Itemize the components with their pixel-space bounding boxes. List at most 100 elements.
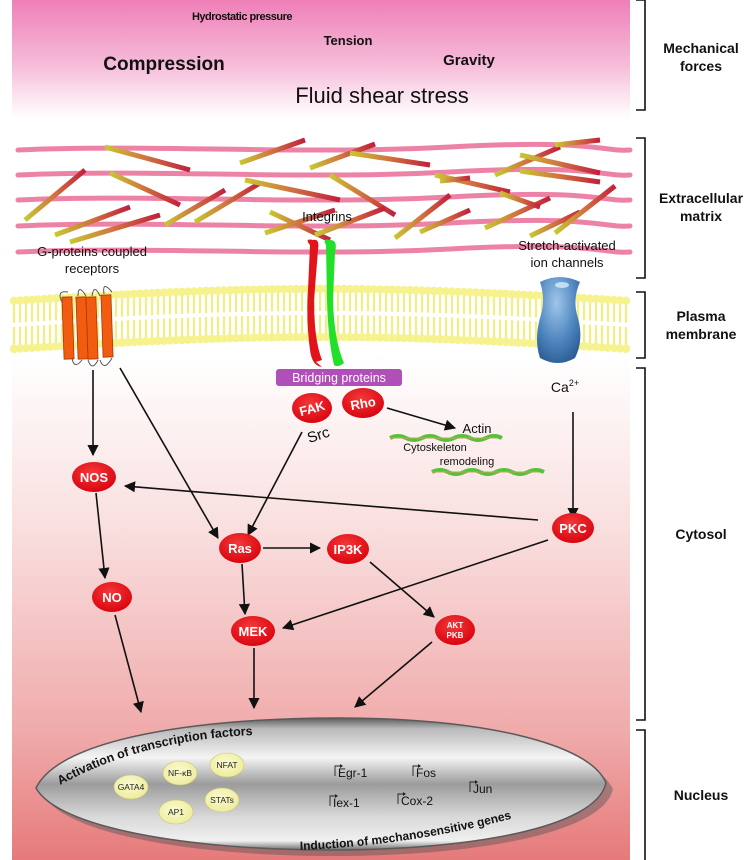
force-hydrostatic-pressure: Hydrostatic pressure bbox=[192, 11, 292, 23]
region-brackets bbox=[636, 0, 646, 860]
lipid-head bbox=[183, 335, 193, 344]
lipid-head bbox=[345, 284, 355, 294]
lipid-head bbox=[141, 289, 151, 298]
ecm-rod bbox=[554, 137, 601, 148]
ecm-rod bbox=[239, 137, 306, 166]
lipid-head bbox=[33, 343, 43, 352]
lipid-head bbox=[213, 334, 223, 343]
side-label-cytosol: Cytosol bbox=[675, 526, 727, 542]
lipid-head bbox=[225, 286, 235, 295]
lipid-head bbox=[597, 343, 607, 352]
lipid-head bbox=[351, 284, 361, 294]
lipid-head bbox=[507, 338, 517, 347]
lipid-head bbox=[315, 332, 325, 342]
lipid-head bbox=[429, 286, 439, 296]
force-compression: Compression bbox=[103, 54, 224, 75]
svg-text:Ras: Ras bbox=[228, 541, 252, 556]
lipid-head bbox=[147, 288, 157, 298]
remodeling-label: remodeling bbox=[440, 456, 494, 468]
lipid-head bbox=[117, 290, 127, 299]
force-tension: Tension bbox=[324, 33, 373, 48]
svg-text:PKB: PKB bbox=[447, 631, 464, 640]
node-nos: NOS bbox=[72, 462, 116, 492]
lipid-head bbox=[201, 334, 211, 344]
lipid-head bbox=[489, 337, 499, 346]
lipid-head bbox=[237, 285, 247, 295]
lipid-head bbox=[177, 287, 187, 297]
arrow-rho-to-actin bbox=[386, 407, 457, 431]
ecm-rod bbox=[519, 152, 601, 176]
side-label-nucleus: Nucleus bbox=[673, 787, 729, 803]
lipid-head bbox=[351, 332, 361, 342]
lipid-head bbox=[465, 288, 475, 297]
svg-text:Jun: Jun bbox=[473, 782, 492, 796]
lipid-head bbox=[441, 287, 451, 296]
ecm-rod bbox=[528, 209, 582, 239]
arrow-gpcr-to-ras bbox=[119, 367, 219, 539]
lipid-head bbox=[459, 287, 469, 297]
lipid-head bbox=[615, 296, 625, 305]
lipid-head bbox=[411, 334, 421, 343]
ecm-rod bbox=[23, 168, 87, 222]
lipid-head bbox=[159, 336, 169, 345]
lipid-head bbox=[513, 290, 523, 299]
lipid-head bbox=[477, 336, 487, 345]
lipid-head bbox=[147, 336, 157, 346]
node-ip3k: IP3K bbox=[327, 534, 369, 564]
lipid-head bbox=[501, 289, 511, 299]
lipid-head bbox=[591, 342, 601, 352]
ecm-rod bbox=[314, 205, 386, 238]
lipid-head bbox=[393, 285, 403, 295]
collagen-fiber bbox=[15, 243, 633, 255]
lipid-head bbox=[255, 333, 265, 342]
lipid-head bbox=[405, 334, 415, 343]
lipid-head bbox=[261, 285, 271, 294]
svg-text:GATA4: GATA4 bbox=[118, 782, 145, 792]
lipid-head bbox=[231, 333, 241, 343]
ecm-rod bbox=[163, 187, 227, 228]
lipid-head bbox=[297, 332, 307, 342]
lipid-head bbox=[363, 333, 373, 342]
lipid-head bbox=[603, 343, 613, 352]
arrow-nos-to-no bbox=[95, 492, 110, 580]
lipid-head bbox=[51, 294, 61, 303]
lipid-head bbox=[333, 284, 343, 294]
lipid-head bbox=[195, 286, 205, 296]
lipid-head bbox=[621, 296, 631, 305]
lipid-head bbox=[525, 290, 535, 300]
lipid-head bbox=[261, 333, 271, 342]
transcription-factor: NF-κB bbox=[162, 760, 198, 786]
actin-label: Actin bbox=[463, 421, 492, 436]
lipid-head bbox=[429, 334, 439, 344]
lipid-head bbox=[183, 287, 193, 296]
node-ras: Ras bbox=[219, 533, 261, 563]
lipid-head bbox=[153, 288, 163, 298]
lipid-head bbox=[483, 288, 493, 298]
gene-promoter: Fos bbox=[412, 764, 436, 780]
ecm-rod bbox=[108, 170, 182, 208]
node-pkc: PKC bbox=[552, 513, 594, 543]
gpcr-label-line2: receptors bbox=[65, 261, 120, 276]
bracket-plasma-membrane bbox=[636, 291, 646, 359]
mechanical-forces-region bbox=[12, 0, 630, 118]
gene-promoter: Egr-1 bbox=[334, 764, 368, 780]
ecm-rod bbox=[418, 207, 472, 235]
lipid-head bbox=[453, 287, 463, 296]
svg-text:Fos: Fos bbox=[416, 766, 436, 780]
lipid-head bbox=[525, 338, 535, 348]
plasma-membrane-bilayer bbox=[9, 284, 631, 354]
lipid-head bbox=[165, 288, 175, 297]
lipid-head bbox=[111, 338, 121, 348]
ecm-rod bbox=[553, 184, 617, 235]
lipid-head bbox=[471, 288, 481, 297]
bridging-proteins-box bbox=[276, 369, 402, 386]
lipid-head bbox=[201, 286, 211, 296]
lipid-head bbox=[483, 336, 493, 346]
lipid-head bbox=[39, 294, 49, 304]
lipid-head bbox=[459, 335, 469, 345]
lipid-head bbox=[447, 335, 457, 344]
svg-text:STATs: STATs bbox=[210, 795, 234, 805]
collagen-fiber bbox=[15, 141, 633, 153]
svg-text:NF-κB: NF-κB bbox=[168, 768, 192, 778]
